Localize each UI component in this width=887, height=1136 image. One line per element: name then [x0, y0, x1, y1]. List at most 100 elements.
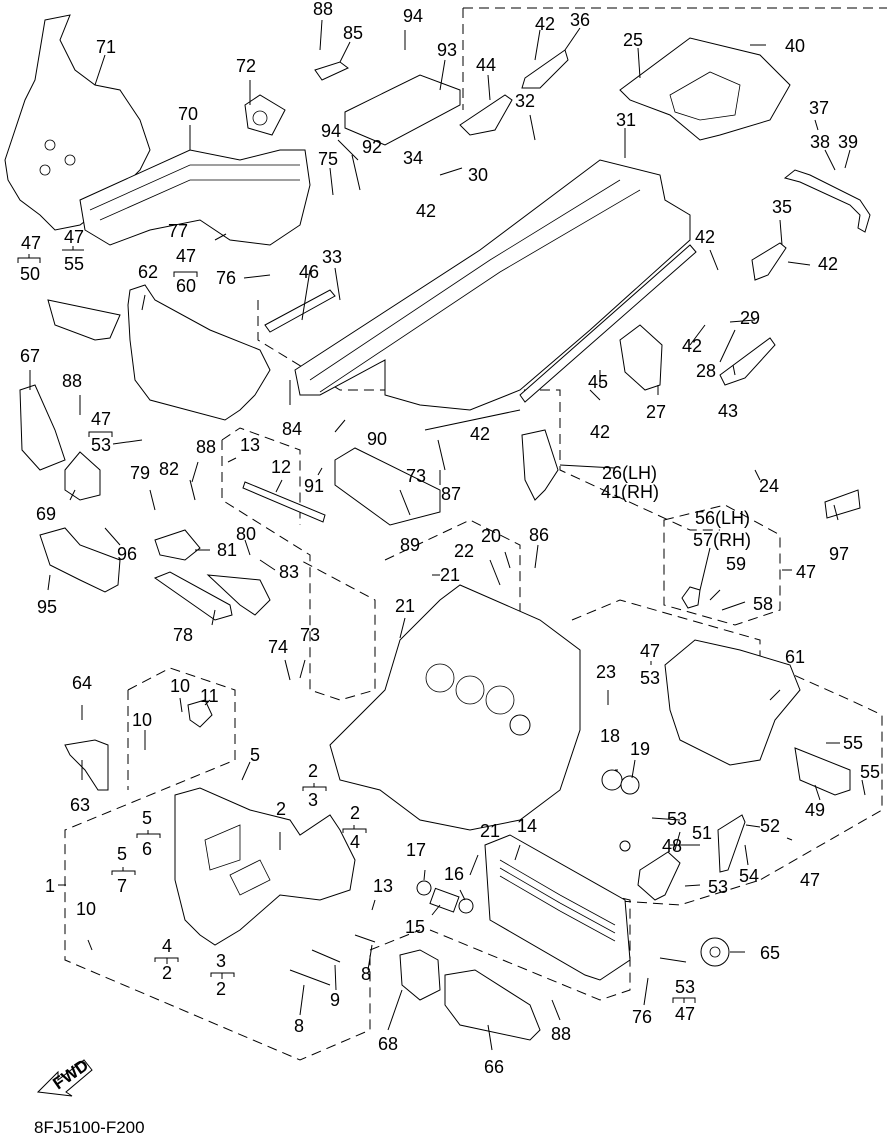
callout-58: 58 [753, 594, 773, 614]
callout-86: 86 [529, 525, 549, 545]
fraction-47-53-right: 47 53 [640, 641, 660, 688]
part-lower-front-frame [329, 584, 581, 831]
fraction-4-2: 4 2 [154, 936, 179, 983]
callout-79: 79 [130, 463, 150, 483]
part-93-cover [344, 74, 461, 146]
callout-42: 42 [535, 14, 555, 34]
callout-74: 74 [268, 637, 288, 657]
callout-42: 42 [470, 424, 490, 444]
part-78-bracket [153, 571, 233, 621]
fraction-5-7: 5 7 [111, 844, 136, 896]
callout-62: 62 [138, 262, 158, 282]
callout-9: 9 [330, 990, 340, 1010]
part-66-arm [444, 969, 541, 1041]
callout-22: 22 [454, 541, 474, 561]
callout-91: 91 [304, 476, 324, 496]
callout-5: 5 [250, 745, 260, 765]
part-15-bushing [429, 887, 460, 913]
svg-text:5: 5 [142, 808, 152, 828]
callout-10: 10 [76, 899, 96, 919]
callout-73: 73 [300, 625, 320, 645]
callout-51: 51 [692, 823, 712, 843]
callout-45: 45 [588, 372, 608, 392]
svg-text:47: 47 [640, 641, 660, 661]
callout-1: 1 [45, 876, 55, 896]
part-37-grab-bar [783, 169, 871, 233]
svg-text:55: 55 [64, 254, 84, 274]
callout-13: 13 [373, 876, 393, 896]
callout-43: 43 [718, 401, 738, 421]
callout-28: 28 [696, 361, 716, 381]
callout-92: 92 [362, 137, 382, 157]
callout-23: 23 [596, 662, 616, 682]
callout-33: 33 [322, 247, 342, 267]
callout-78: 78 [173, 625, 193, 645]
callout-71: 71 [96, 37, 116, 57]
callout-32: 32 [515, 91, 535, 111]
callout-64: 64 [72, 673, 92, 693]
callout-labels: 71 70 72 88 85 94 93 42 36 44 25 40 32 3… [20, 0, 880, 1077]
callout-61: 61 [785, 647, 805, 667]
svg-text:53: 53 [91, 435, 111, 455]
part-11-bracket [187, 699, 213, 728]
callout-90: 90 [367, 429, 387, 449]
callout-2: 2 [276, 799, 286, 819]
callout-11: 11 [200, 686, 219, 706]
part-65-flange [700, 937, 730, 967]
part-8-bolt-a [289, 969, 331, 986]
part-49-plate [794, 747, 851, 796]
svg-text:47: 47 [91, 409, 111, 429]
callout-14: 14 [517, 816, 537, 836]
part-61-box [664, 639, 801, 766]
boundary-14 [429, 879, 631, 1001]
fraction-3-2: 3 2 [210, 951, 235, 999]
callout-48: 48 [662, 836, 682, 856]
callout-70: 70 [178, 104, 198, 124]
diagram-code: 8FJ5100-F200 [34, 1118, 145, 1136]
callout-76: 76 [216, 268, 236, 288]
callout-97: 97 [829, 544, 849, 564]
callout-94: 94 [321, 121, 341, 141]
part-17-cap [416, 880, 432, 896]
callout-41-rh: 41(RH) [601, 482, 659, 502]
callout-73: 73 [406, 466, 426, 486]
callout-27: 27 [646, 402, 666, 422]
svg-text:3: 3 [308, 790, 318, 810]
callout-53: 53 [667, 809, 687, 829]
parts [4, 14, 871, 1041]
callout-89: 89 [400, 535, 420, 555]
callout-40: 40 [785, 36, 805, 56]
callout-84: 84 [282, 419, 302, 439]
callout-47: 47 [796, 562, 816, 582]
boundary-84 [221, 440, 376, 701]
callout-29: 29 [740, 308, 760, 328]
part-27-bracket [619, 324, 663, 391]
fraction-callouts: 47 50 47 55 47 60 47 53 47 53 [17, 227, 696, 1024]
callout-83: 83 [279, 562, 299, 582]
callout-44: 44 [476, 55, 496, 75]
part-85-plate [314, 61, 349, 81]
callout-88: 88 [196, 437, 216, 457]
boundary-tank-area [257, 300, 720, 531]
callout-35: 35 [772, 197, 792, 217]
callout-52: 52 [760, 816, 780, 836]
callout-94: 94 [403, 6, 423, 26]
fraction-47-55: 47 55 [62, 227, 84, 274]
part-95-cover [39, 527, 121, 593]
callout-17: 17 [406, 840, 426, 860]
callout-68: 68 [378, 1034, 398, 1054]
callout-34: 34 [403, 148, 423, 168]
svg-text:53: 53 [675, 977, 695, 997]
part-97-decal [824, 489, 861, 519]
callout-88: 88 [62, 371, 82, 391]
callout-30: 30 [468, 165, 488, 185]
callout-56-lh: 56(LH) [695, 508, 750, 528]
part-26-bracket [521, 429, 559, 501]
part-51-guard [637, 851, 681, 901]
part-68-housing [399, 949, 441, 1001]
callout-42: 42 [416, 201, 436, 221]
part-35-bracket [751, 242, 787, 281]
fraction-2-4: 2 4 [342, 803, 367, 852]
svg-text:7: 7 [117, 876, 127, 896]
